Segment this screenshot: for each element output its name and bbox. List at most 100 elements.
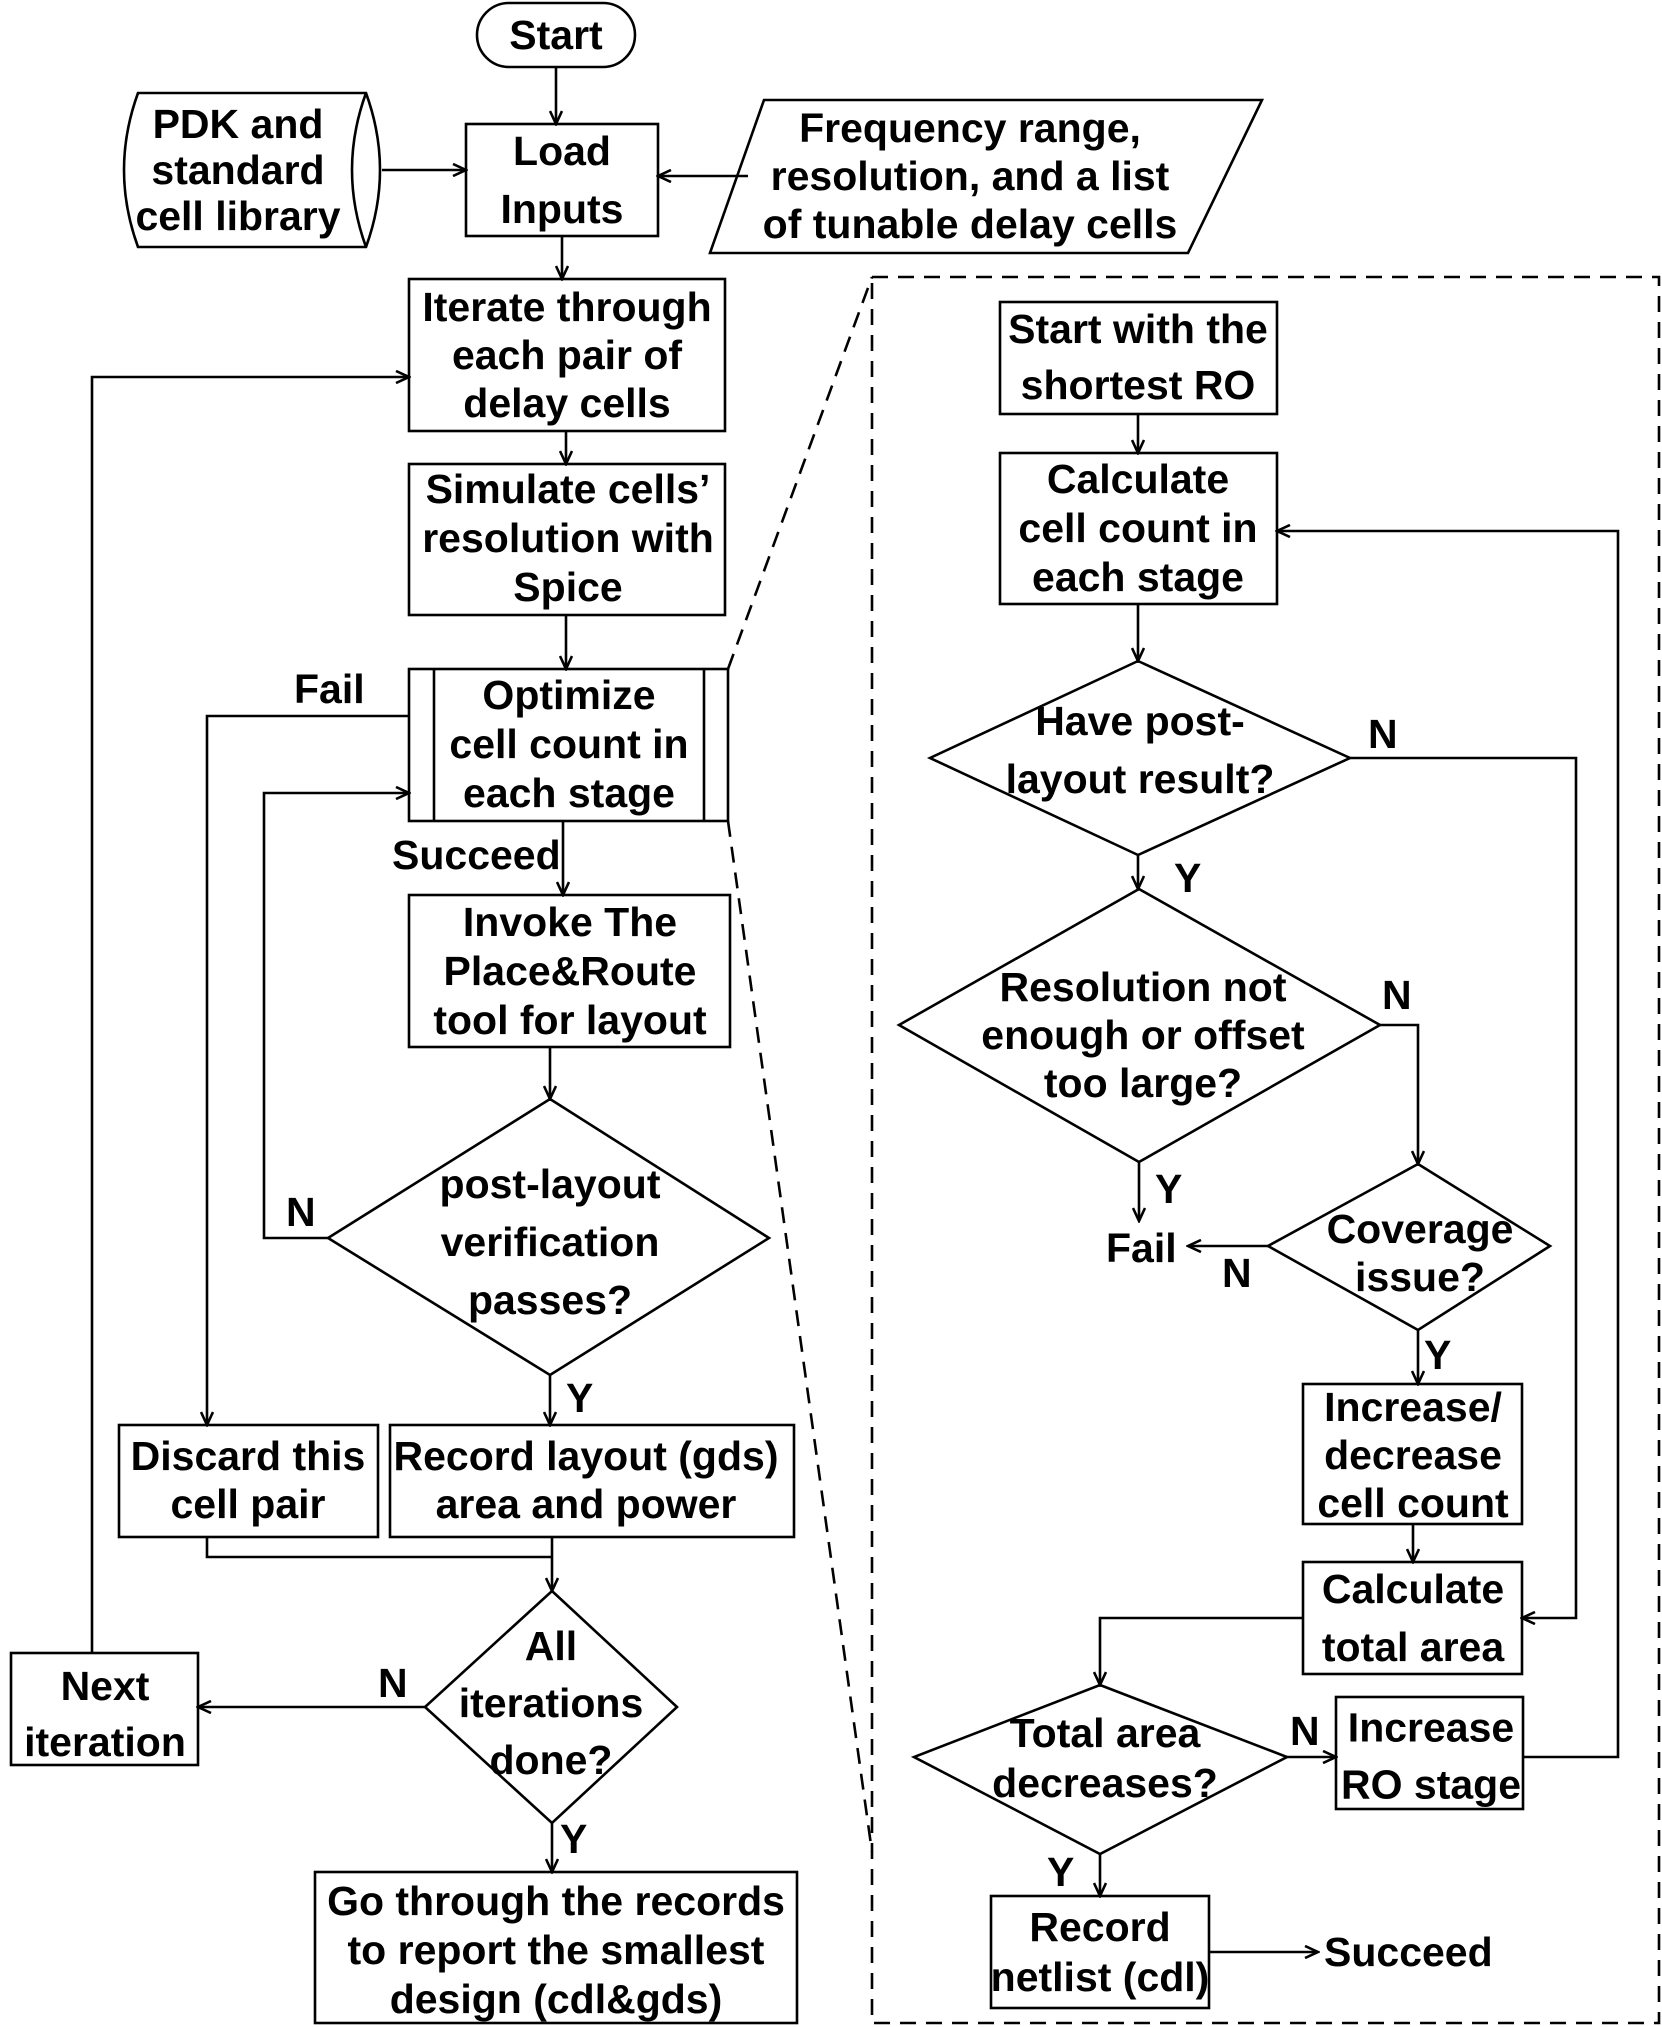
label-n-res: N: [1382, 972, 1412, 1018]
node-res-not-line-2: enough or offset: [981, 1012, 1305, 1058]
record-layout-box: [388, 1423, 796, 1539]
node-simulate-line-2: resolution with: [422, 515, 714, 561]
zoom-line-bottom: [726, 820, 874, 1853]
label-y-have: Y: [1174, 855, 1201, 901]
detail-panel-border: [870, 275, 1661, 2025]
calc-area-box: [1301, 1560, 1524, 1676]
label-y-verify: Y: [566, 1375, 593, 1421]
node-freq-line-1: Frequency range,: [799, 105, 1141, 151]
node-coverage-line-2: issue?: [1355, 1254, 1485, 1300]
node-pdk-line-1: PDK and: [153, 101, 324, 147]
node-area-dec-line-1: Total area: [1010, 1710, 1202, 1756]
node-shortest-line-2: shortest RO: [1021, 362, 1256, 408]
node-invoke-line-1: Invoke The: [463, 899, 677, 945]
node-inc-dec-line-2: decrease: [1324, 1432, 1502, 1478]
node-pdk-line-3: cell library: [135, 193, 340, 239]
node-verify-line-1: post-layout: [440, 1161, 661, 1207]
label-y-cov: Y: [1424, 1332, 1451, 1378]
inc-dec-box: [1301, 1382, 1524, 1526]
node-discard-line-1: Discard this: [131, 1433, 366, 1479]
node-iterate-line-1: Iterate through: [422, 284, 711, 330]
edge-discard-merge: [205, 1537, 552, 1559]
label-n-all: N: [378, 1660, 408, 1706]
label-fail-left: Fail: [294, 666, 365, 712]
edge-next-iterate: [90, 377, 409, 1653]
node-load-line-2: Inputs: [501, 186, 624, 232]
node-area-dec-line-2: decreases?: [992, 1760, 1218, 1806]
edge-incro-calc: [1277, 531, 1620, 1759]
pdk-storage-curve: [350, 92, 368, 248]
node-report-line-2: to report the smallest: [348, 1927, 765, 1973]
node-calc-count-line-3: each stage: [1032, 554, 1244, 600]
node-res-not-line-1: Resolution not: [1000, 964, 1287, 1010]
frequency-input-parallelogram: [708, 98, 1265, 255]
label-y-res: Y: [1155, 1166, 1182, 1212]
label-n-cov: N: [1222, 1250, 1252, 1296]
node-have-post-line-1: Have post-: [1035, 698, 1245, 744]
label-n-verify: N: [286, 1189, 316, 1235]
node-report-line-1: Go through the records: [327, 1878, 785, 1924]
node-invoke-line-2: Place&Route: [444, 948, 697, 994]
node-next-iter-line-2: iteration: [24, 1719, 186, 1765]
calc-count-box: [998, 451, 1279, 606]
label-fail-right: Fail: [1106, 1225, 1177, 1271]
node-all-done-line-2: iterations: [459, 1680, 644, 1726]
node-calc-area-line-2: total area: [1322, 1624, 1505, 1670]
node-iterate-line-3: delay cells: [463, 380, 670, 426]
zoom-line-top: [726, 276, 874, 670]
label-n-area: N: [1290, 1708, 1320, 1754]
node-shortest-line-1: Start with the: [1008, 306, 1268, 352]
edge-verify-no-optimize: [262, 793, 409, 1240]
node-start-line-1: Start: [509, 12, 603, 58]
node-inc-ro-line-1: Increase: [1348, 1705, 1514, 1751]
node-simulate-line-3: Spice: [513, 564, 622, 610]
label-succeed-left: Succeed: [392, 832, 561, 878]
edge-res-no-coverage: [1380, 1023, 1418, 1164]
node-freq-line-3: of tunable delay cells: [763, 201, 1178, 247]
node-all-done-line-1: All: [525, 1623, 577, 1669]
edge-area-decreases: [1100, 1616, 1303, 1685]
label-succeed-right: Succeed: [1324, 1929, 1493, 1975]
node-have-post-line-2: layout result?: [1006, 756, 1275, 802]
node-calc-count-line-2: cell count in: [1018, 505, 1257, 551]
node-verify-line-2: verification: [441, 1219, 660, 1265]
edge-optimize-fail-discard: [207, 714, 409, 1425]
node-simulate-line-1: Simulate cells’: [426, 466, 711, 512]
node-record-layout-line-2: area and power: [436, 1481, 737, 1527]
node-invoke-line-3: tool for layout: [433, 997, 707, 1043]
node-all-done-line-3: done?: [490, 1737, 613, 1783]
node-verify-line-3: passes?: [468, 1277, 632, 1323]
node-optimize-line-2: cell count in: [449, 721, 688, 767]
node-optimize-line-1: Optimize: [482, 672, 655, 718]
node-pdk-line-2: standard: [151, 147, 324, 193]
inc-ro-box: [1334, 1695, 1525, 1811]
node-load-line-1: Load: [513, 128, 611, 174]
discard-box: [117, 1423, 380, 1539]
node-iterate-line-2: each pair of: [452, 332, 682, 378]
label-y-all: Y: [560, 1816, 587, 1862]
edge-have-no-area: [1350, 756, 1578, 1618]
node-calc-area-line-1: Calculate: [1322, 1566, 1504, 1612]
report-box: [313, 1870, 799, 2025]
shortest-ro-box: [998, 300, 1279, 416]
node-discard-line-2: cell pair: [171, 1481, 326, 1527]
node-freq-line-2: resolution, and a list: [771, 153, 1170, 199]
node-inc-dec-line-1: Increase/: [1324, 1384, 1502, 1430]
node-optimize-line-3: each stage: [463, 770, 675, 816]
node-calc-count-line-1: Calculate: [1047, 456, 1229, 502]
node-next-iter-line-1: Next: [61, 1663, 150, 1709]
node-inc-ro-line-2: RO stage: [1341, 1762, 1521, 1808]
node-res-not-line-3: too large?: [1044, 1060, 1242, 1106]
node-report-line-3: design (cdl&gds): [390, 1976, 723, 2022]
label-y-area: Y: [1047, 1849, 1074, 1895]
node-record-netlist-line-1: Record: [1029, 1904, 1170, 1950]
label-n-have: N: [1368, 711, 1398, 757]
next-iteration-box: [9, 1651, 200, 1767]
node-record-layout-line-1: Record layout (gds): [394, 1433, 779, 1479]
node-inc-dec-line-3: cell count: [1317, 1480, 1509, 1526]
node-record-netlist-line-2: netlist (cdl): [991, 1954, 1210, 2000]
invoke-box: [407, 893, 732, 1049]
node-coverage-line-1: Coverage: [1327, 1206, 1514, 1252]
